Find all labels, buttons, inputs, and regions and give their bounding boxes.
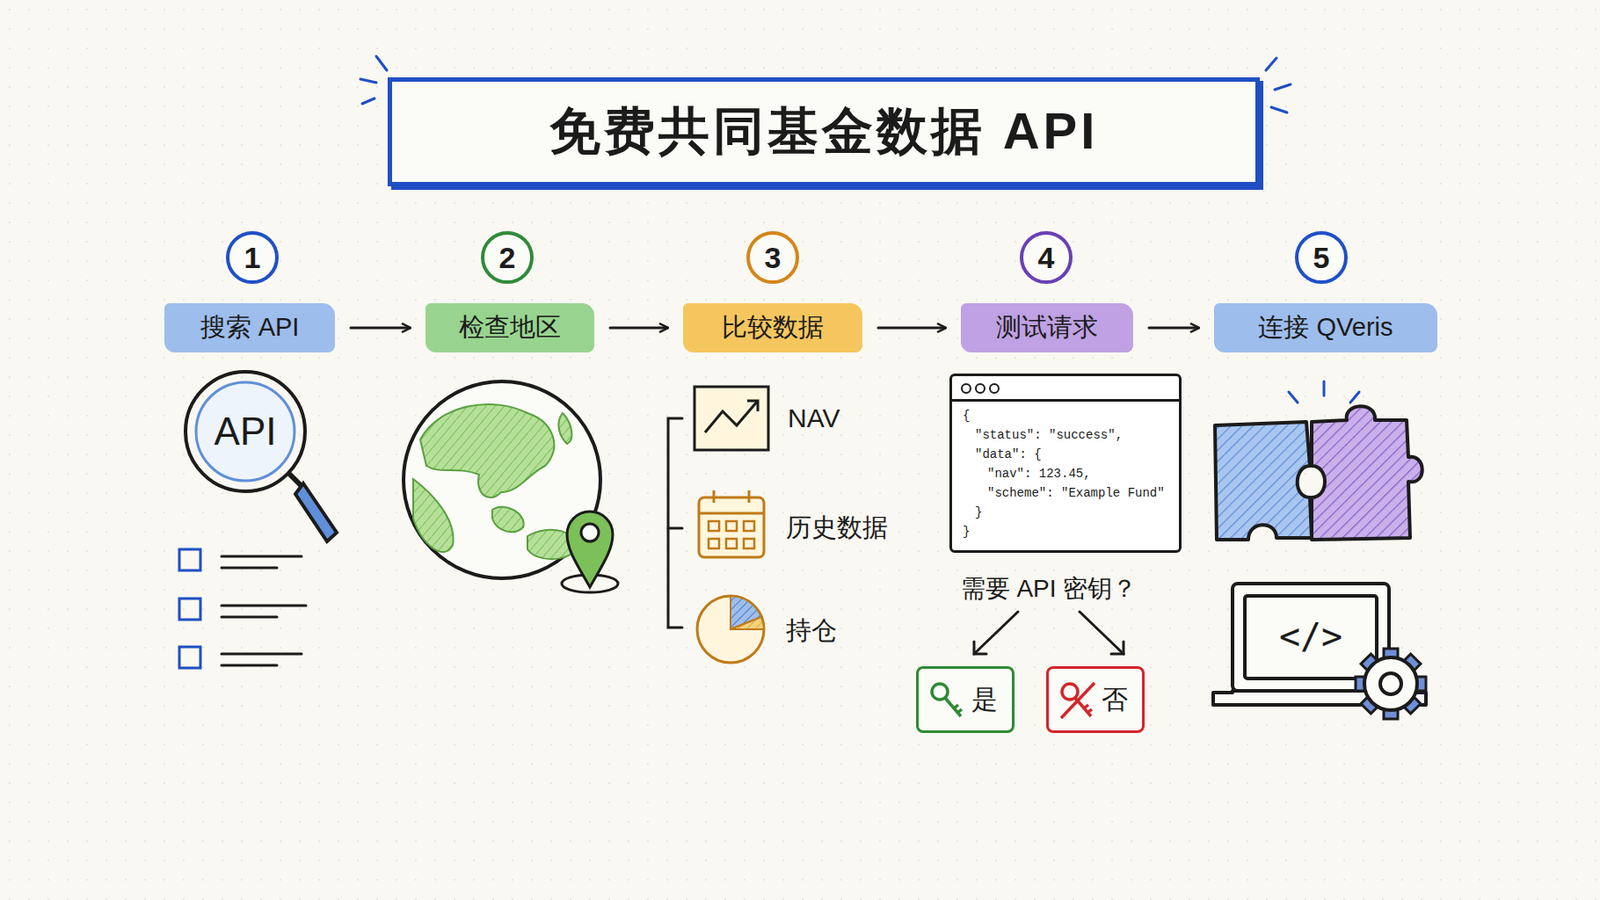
flow-arrow: [610, 327, 668, 330]
code-line: "scheme": "Example Fund": [962, 483, 1167, 503]
code-line: "data": {: [962, 444, 1167, 465]
node-text: 是: [971, 682, 998, 719]
node-text: 否: [1101, 682, 1128, 719]
code-line: }: [962, 522, 1167, 542]
step-number: 2: [480, 231, 534, 284]
window-dot: [960, 383, 972, 394]
answer-box: 否: [1046, 666, 1145, 734]
step-number: 5: [1294, 231, 1348, 284]
step-band: 测试请求: [960, 303, 1134, 353]
step-number-text: 2: [499, 240, 517, 276]
flow-arrow: [350, 327, 410, 330]
step-number-text: 4: [1038, 240, 1055, 276]
title-banner: 免费共同基金数据 API: [387, 77, 1260, 187]
window-dot: [974, 383, 986, 394]
question-label: 需要 API 密钥？: [960, 572, 1138, 606]
answer-box: 是: [916, 666, 1015, 734]
node-text: 检查地区: [458, 310, 561, 346]
node-text: 比较数据: [721, 310, 824, 346]
code-line: {: [962, 406, 1167, 426]
step-band: 比较数据: [683, 303, 863, 353]
step-band: 检查地区: [425, 303, 595, 353]
data-label: NAV: [787, 403, 840, 434]
code-line: }: [962, 502, 1167, 523]
flow-arrow: [1149, 327, 1199, 330]
code-line: "nav": 123.45,: [962, 464, 1167, 484]
node-text: 搜索 API: [200, 310, 300, 346]
key-icon: [927, 679, 967, 724]
step-number: 4: [1019, 231, 1073, 284]
data-label: 历史数据: [785, 510, 888, 546]
code-line: "status": "success",: [962, 425, 1167, 445]
icon-label: API: [214, 409, 277, 454]
step-number-text: 3: [764, 240, 782, 276]
node-text: 测试请求: [996, 310, 1099, 346]
key-icon: [1057, 679, 1097, 724]
node-text: 连接 QVeris: [1258, 310, 1393, 346]
title-text: 免费共同基金数据 API: [549, 97, 1099, 167]
step-number: 1: [225, 231, 279, 284]
step-band: 搜索 API: [164, 303, 335, 353]
window-dot: [989, 383, 1000, 394]
step-number: 3: [746, 231, 800, 284]
step-number-text: 1: [244, 240, 262, 276]
code-symbol: </>: [1279, 616, 1343, 657]
flow-arrow: [878, 327, 946, 330]
step-band: 连接 QVeris: [1214, 303, 1438, 353]
step-number-text: 5: [1313, 240, 1331, 276]
code-window: {"status": "success","data": {"nav": 123…: [949, 373, 1182, 553]
window-bar: [952, 399, 1179, 402]
data-label: 持仓: [785, 613, 837, 649]
